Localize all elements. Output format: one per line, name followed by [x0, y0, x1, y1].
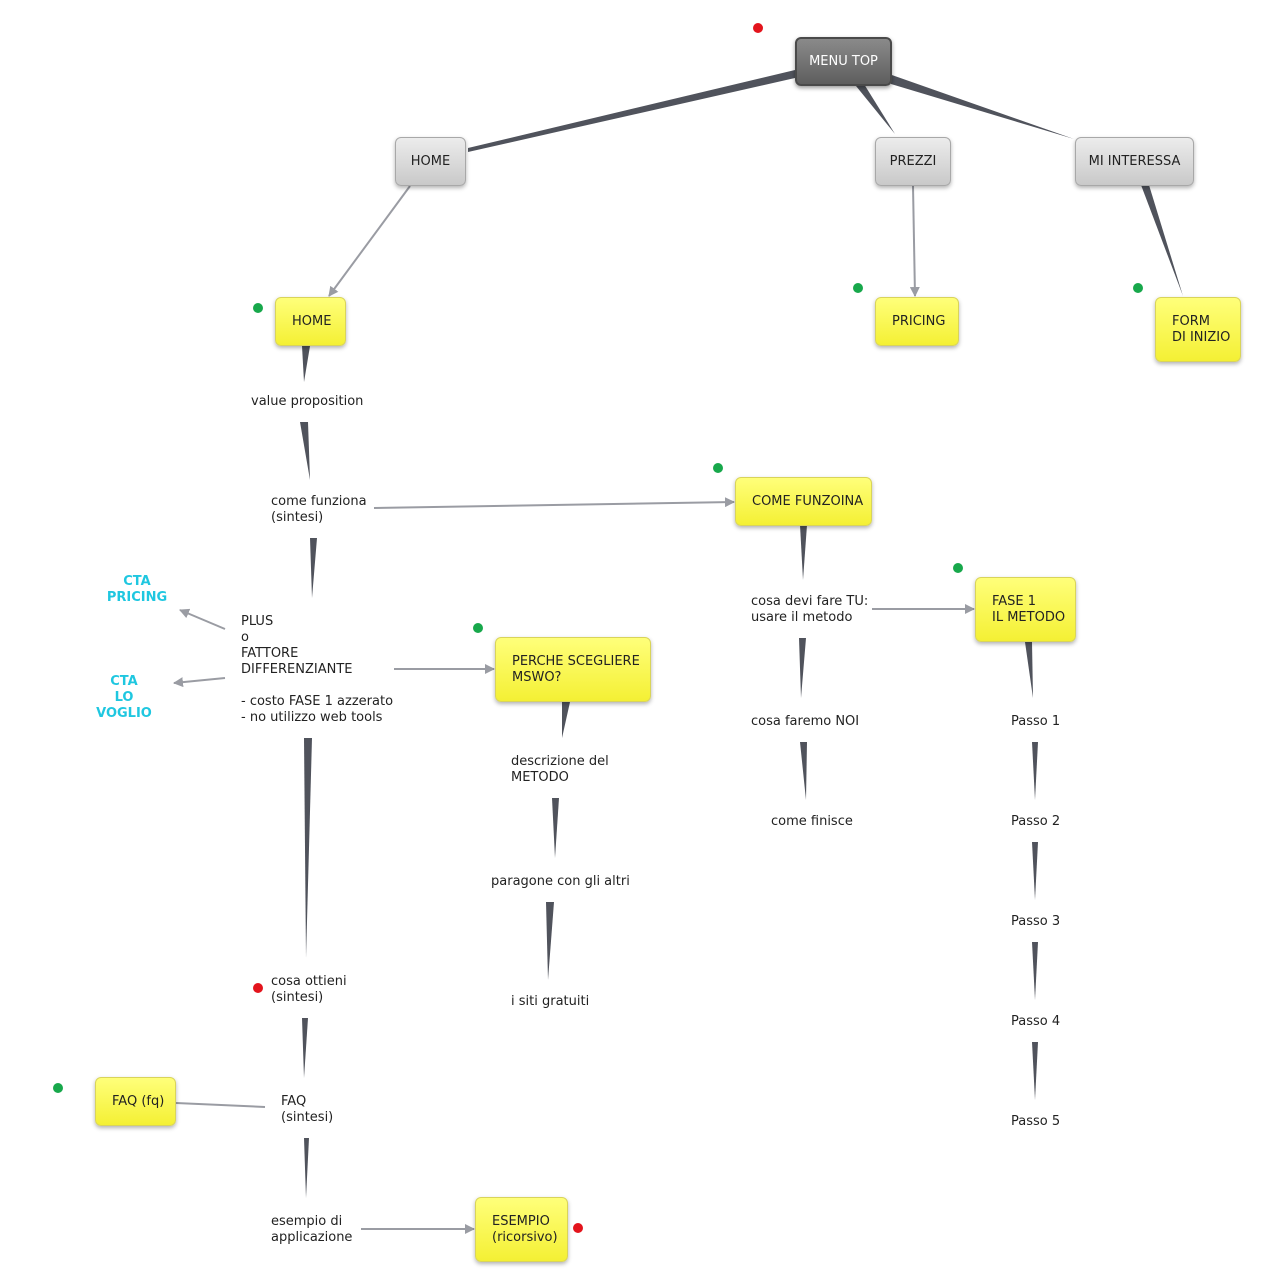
node-come-funziona[interactable]: come funziona (sintesi)	[271, 494, 367, 525]
node-passo-4[interactable]: Passo 4	[1011, 1014, 1061, 1029]
status-dot-cosa-ottieni	[253, 983, 263, 993]
node-come-finisce[interactable]: come finisce	[771, 814, 853, 829]
link-prezzi-to-pricing	[909, 185, 920, 297]
status-dot-home-page	[253, 303, 263, 313]
node-passo-5[interactable]: Passo 5	[1011, 1114, 1061, 1129]
status-dot-faq-fq	[53, 1083, 63, 1093]
node-passo-2[interactable]: Passo 2	[1011, 814, 1061, 829]
link-plus-to-cosa-ottieni	[304, 738, 312, 958]
node-paragone[interactable]: paragone con gli altri	[491, 874, 630, 889]
status-dot-pricing	[853, 283, 863, 293]
node-siti-gratuiti[interactable]: i siti gratuiti	[511, 994, 590, 1009]
link-faq-to-esempio	[304, 1138, 309, 1198]
link-come-funziona-to-come-funzoina	[373, 497, 735, 509]
link-passo2-to-passo3	[1032, 842, 1038, 900]
node-cta-pricing[interactable]: CTA PRICING	[106, 574, 168, 605]
node-cosa-ottieni[interactable]: cosa ottieni (sintesi)	[271, 974, 347, 1005]
node-faq-sintesi[interactable]: FAQ (sintesi)	[281, 1094, 334, 1125]
node-descrizione[interactable]: descrizione del METODO	[511, 754, 609, 785]
link-plus-to-cta-pricing	[179, 608, 226, 630]
link-cosa-devi-to-cosa-faremo	[799, 638, 806, 698]
status-dot-fase1	[953, 563, 963, 573]
node-mi-interessa-menu[interactable]: MI INTERESSA	[1075, 137, 1194, 186]
link-passo3-to-passo4	[1032, 942, 1038, 1000]
node-prezzi-menu[interactable]: PREZZI	[875, 137, 951, 186]
node-home-menu[interactable]: HOME	[395, 137, 466, 186]
link-passo4-to-passo5	[1032, 1042, 1038, 1100]
node-passo-1[interactable]: Passo 1	[1011, 714, 1061, 729]
node-cta-lo-voglio[interactable]: CTA LO VOGLIO	[96, 674, 152, 721]
link-home-menu-to-home-page	[328, 185, 411, 297]
link-cosa-ottieni-to-faq	[302, 1018, 308, 1078]
link-menu-top-to-prezzi	[856, 84, 895, 134]
node-perche-page[interactable]: PERCHE SCEGLIERE MSWO?	[495, 637, 651, 702]
link-passo1-to-passo2	[1032, 742, 1038, 800]
status-dot-menu-top	[753, 23, 763, 33]
node-plus[interactable]: PLUS o FATTORE DIFFERENZIANTE - costo FA…	[241, 614, 394, 725]
status-dot-esempio	[573, 1223, 583, 1233]
link-menu-top-to-home	[468, 70, 795, 152]
node-fase1-page[interactable]: FASE 1 IL METODO	[975, 577, 1076, 642]
link-come-funziona-to-plus	[310, 538, 317, 598]
node-home-page[interactable]: HOME	[275, 297, 346, 346]
link-mi-interessa-to-form	[1141, 185, 1183, 296]
link-paragone-to-siti	[546, 902, 554, 980]
node-faq-fq-page[interactable]: FAQ (fq)	[95, 1077, 176, 1126]
node-esempio[interactable]: esempio di applicazione	[271, 1214, 353, 1245]
link-perche-to-descrizione	[562, 702, 570, 738]
status-dot-come-funzoina	[713, 463, 723, 473]
link-faq-page-to-faq-sintesi	[175, 1102, 266, 1108]
node-menu-top[interactable]: MENU TOP	[795, 37, 892, 86]
node-esempio-page[interactable]: ESEMPIO (ricorsivo)	[475, 1197, 568, 1262]
link-cosa-faremo-to-come-finisce	[800, 742, 807, 800]
link-descrizione-to-paragone	[552, 798, 559, 858]
node-come-funzoina-page[interactable]: COME FUNZOINA	[735, 477, 872, 526]
status-dot-perche	[473, 623, 483, 633]
node-passo-3[interactable]: Passo 3	[1011, 914, 1061, 929]
node-value-proposition[interactable]: value proposition	[251, 394, 364, 409]
link-menu-top-to-mi-interessa	[889, 74, 1074, 139]
link-come-funzoina-to-cosa-devi	[800, 525, 807, 580]
link-fase1-to-passo1	[1025, 642, 1033, 698]
node-form-page[interactable]: FORM DI INIZIO	[1155, 297, 1241, 362]
link-plus-to-cta-lo-voglio	[173, 677, 226, 688]
node-cosa-faremo[interactable]: cosa faremo NOI	[751, 714, 860, 729]
link-home-to-value-prop	[302, 346, 310, 382]
node-pricing-page[interactable]: PRICING	[875, 297, 959, 346]
link-value-prop-to-come-funziona	[300, 422, 310, 480]
node-cosa-devi-fare[interactable]: cosa devi fare TU: usare il metodo	[751, 594, 869, 625]
status-dot-form	[1133, 283, 1143, 293]
